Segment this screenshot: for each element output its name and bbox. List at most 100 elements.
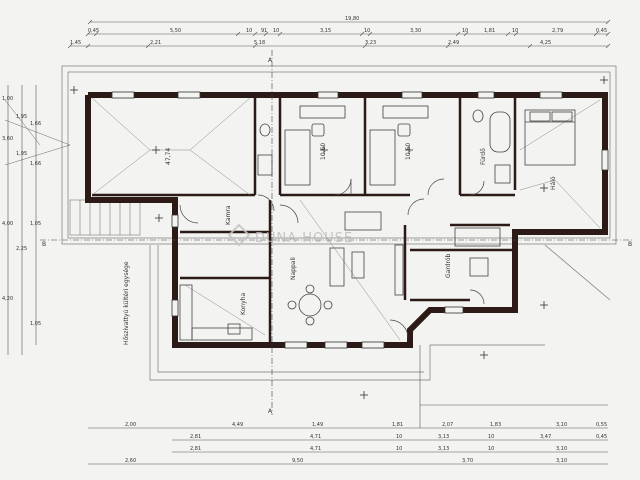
dim-text: 3,30 <box>410 28 421 34</box>
dim-text: 10 <box>462 28 468 34</box>
dim-tick <box>605 31 611 37</box>
dim-tick <box>277 31 283 37</box>
left-dimension-texts: 1,00 3,60 1,95 1,95 1,66 1,66 4,00 2,25 … <box>2 96 41 327</box>
dim-text: 2,00 <box>125 422 136 428</box>
top-dimension-texts: 19,80 0,45 5,50 10 91 10 3,15 10 3,30 10… <box>70 16 607 46</box>
dim-text: 3,13 <box>438 434 449 440</box>
roof-ridges <box>91 97 601 341</box>
dim-text: 10 <box>273 28 279 34</box>
dim-tick <box>85 43 91 49</box>
section-mark-left: B <box>42 241 46 248</box>
room-labels: 47,74 10,60 10,60 Kamra Fürdő Nappali Ko… <box>165 143 557 315</box>
dim-text: 1,81 <box>392 422 403 428</box>
desks <box>299 105 429 137</box>
dim-tick <box>235 31 241 37</box>
dim-tick <box>252 43 258 49</box>
dim-text: 3,10 <box>556 458 567 464</box>
dim-text: 3,70 <box>462 458 473 464</box>
watermark-logo-icon <box>227 223 251 247</box>
left-dimensions <box>7 85 37 355</box>
dim-text: 4,49 <box>232 422 243 428</box>
dim-tick <box>145 43 151 49</box>
dim-text: 10 <box>396 434 402 440</box>
dim-text: 2,07 <box>442 422 453 428</box>
dim-tick <box>359 31 365 37</box>
dim-text: 5,18 <box>254 40 265 46</box>
dim-text: 1,83 <box>490 422 501 428</box>
watermark-text: DUNA HOUSE <box>255 231 353 246</box>
dim-text: 1,81 <box>484 28 495 34</box>
roof-outline-left <box>4 99 71 166</box>
room-label: Gardrób <box>445 253 452 278</box>
section-lines <box>40 50 632 415</box>
room-label: Nappali <box>290 257 297 280</box>
windows <box>111 91 609 349</box>
room-label: 10,60 <box>320 143 327 160</box>
dim-tick <box>67 43 73 49</box>
door-swings <box>179 178 485 339</box>
dim-text: 3,10 <box>556 422 567 428</box>
living-furniture <box>287 211 501 326</box>
room-label: Konyha <box>240 293 247 315</box>
dim-text: 10 <box>396 446 402 452</box>
dim-text: 9,50 <box>292 458 303 464</box>
dim-tick <box>605 19 611 25</box>
dim-text: 1,49 <box>312 422 323 428</box>
dim-text: 3,23 <box>365 40 376 46</box>
room-label: Háló <box>550 176 557 190</box>
bathroom-fixtures <box>257 109 511 184</box>
dim-text: 0,45 <box>88 28 99 34</box>
dim-text: 1,05 <box>30 221 41 227</box>
roof-eaves <box>61 65 617 381</box>
dim-text: 4,00 <box>2 221 13 227</box>
dim-text: 3,10 <box>556 446 567 452</box>
dim-tick <box>505 31 511 37</box>
bottom-dimension-texts: 2,00 4,49 1,49 1,81 2,07 1,83 3,10 0,55 … <box>125 422 607 464</box>
section-mark-top: A <box>268 57 273 64</box>
dim-text: 2,79 <box>552 28 563 34</box>
dim-tick <box>263 31 269 37</box>
beds <box>284 109 576 186</box>
dim-text: 2,25 <box>16 246 27 252</box>
kitchen-counter <box>179 284 253 341</box>
top-dimensions <box>67 19 611 49</box>
dim-text: 2,49 <box>448 40 459 46</box>
dim-text: 10 <box>364 28 370 34</box>
dim-text: 4,71 <box>310 446 321 452</box>
section-mark-right: B <box>628 241 632 248</box>
dim-tick <box>593 31 599 37</box>
dim-tick <box>362 43 368 49</box>
dim-tick <box>367 31 373 37</box>
dim-tick <box>605 43 611 49</box>
dim-text: 2,60 <box>125 458 136 464</box>
dim-text: 2,81 <box>190 446 201 452</box>
watermark: DUNA HOUSE <box>227 223 353 247</box>
dim-text: 4,20 <box>2 296 13 302</box>
dim-text: 1,05 <box>30 321 41 327</box>
entrance-steps <box>69 199 141 236</box>
dim-text: 1,66 <box>30 161 41 167</box>
dim-text: 1,95 <box>16 114 27 120</box>
bottom-dimensions <box>88 345 608 465</box>
interior-walls <box>92 98 517 345</box>
dim-text: 1,66 <box>30 121 41 127</box>
dim-text: 1,45 <box>70 40 81 46</box>
dim-text: 91 <box>261 28 267 34</box>
room-label: Fürdő <box>480 148 487 165</box>
dim-text: 0,45 <box>596 28 607 34</box>
dim-text: 5,50 <box>170 28 181 34</box>
dim-tick <box>463 31 469 37</box>
dim-text: 3,13 <box>438 446 449 452</box>
dim-text: 10 <box>488 434 494 440</box>
section-mark-bottom: A <box>268 408 273 415</box>
dim-text: 10 <box>512 28 518 34</box>
dim-text: 4,25 <box>540 40 551 46</box>
dim-text: 3,15 <box>320 28 331 34</box>
dim-text: 2,81 <box>190 434 201 440</box>
level-markers <box>70 76 608 399</box>
dim-text: 1,00 <box>2 96 13 102</box>
dim-text: 0,55 <box>596 422 607 428</box>
dim-tick <box>513 31 519 37</box>
dim-tick <box>252 31 258 37</box>
